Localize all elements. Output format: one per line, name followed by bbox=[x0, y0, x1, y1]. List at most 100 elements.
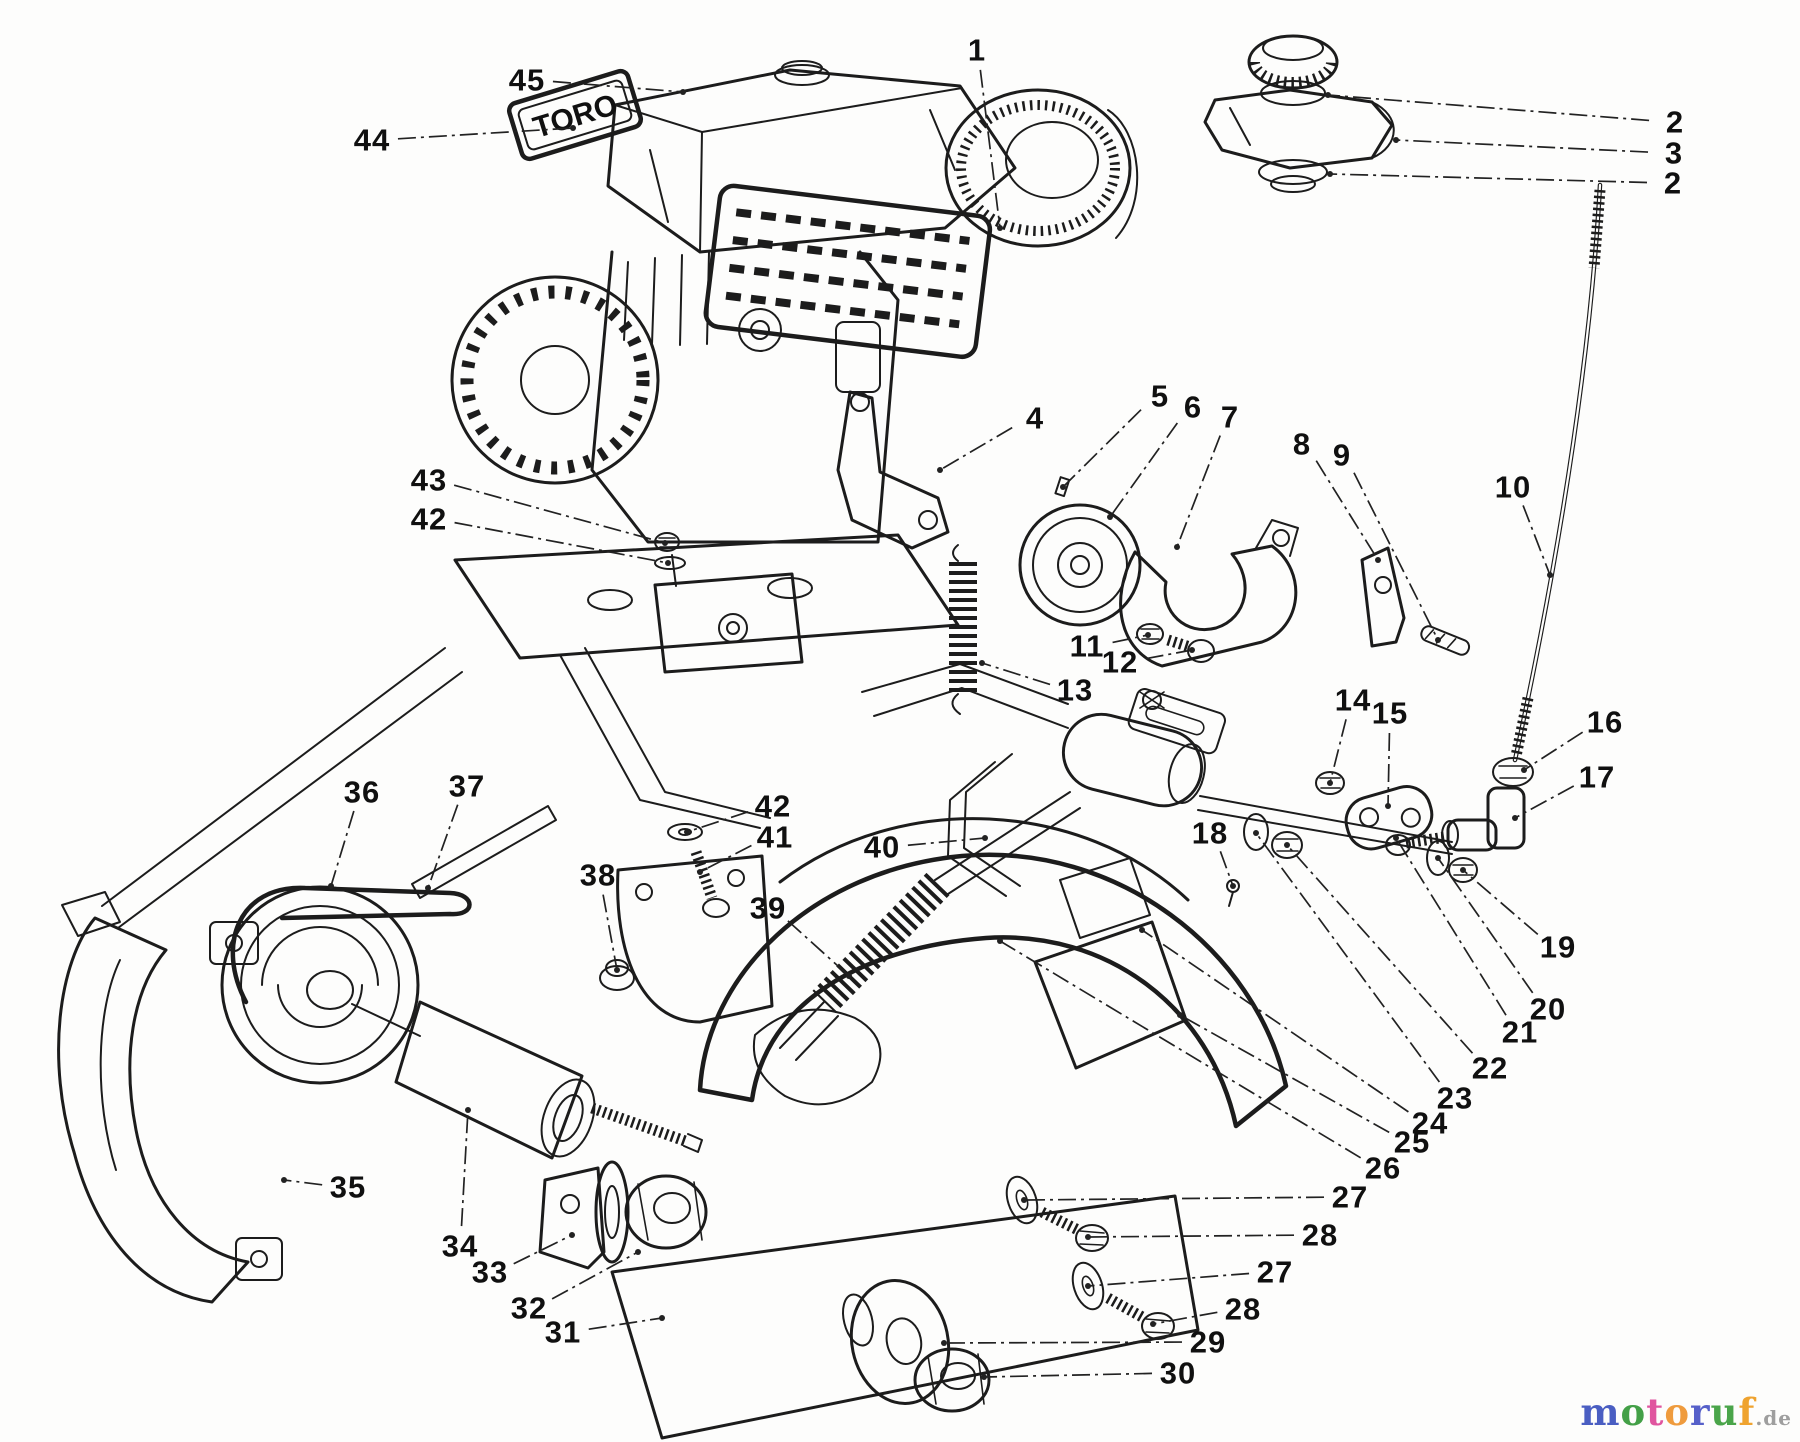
leader-line-28 bbox=[1152, 1311, 1218, 1325]
leader-line-44 bbox=[397, 127, 574, 140]
leader-arrow-26 bbox=[997, 938, 1003, 944]
part-callout-6: 6 bbox=[1184, 390, 1202, 425]
leader-line-1 bbox=[979, 69, 1001, 229]
watermark-letter: t bbox=[1646, 1390, 1665, 1434]
leader-arrow-41 bbox=[697, 869, 703, 875]
leader-line-14 bbox=[1329, 719, 1347, 784]
clutch-pulley-6 bbox=[1018, 503, 1142, 627]
part-callout-35: 35 bbox=[330, 1170, 366, 1205]
leader-line-40 bbox=[907, 837, 986, 847]
tine-shield-group bbox=[616, 817, 1289, 1129]
motoruf-watermark-suffix: .de bbox=[1755, 1406, 1792, 1430]
part-callout-26: 26 bbox=[1365, 1151, 1401, 1186]
leader-line-31 bbox=[588, 1317, 663, 1331]
mounting-plate-group bbox=[610, 1175, 1200, 1440]
part-callout-41: 41 bbox=[757, 820, 793, 855]
leader-line-42 bbox=[686, 810, 749, 833]
motoruf-watermark-letters: motoruf bbox=[1580, 1390, 1755, 1434]
part-callout-29: 29 bbox=[1190, 1325, 1226, 1360]
leader-line-15 bbox=[1387, 732, 1391, 807]
part-callout-39: 39 bbox=[750, 891, 786, 926]
fuel-filler-neck bbox=[774, 64, 830, 86]
leader-line-34 bbox=[460, 1109, 469, 1227]
part-callout-15: 15 bbox=[1372, 696, 1408, 731]
extension-spring-13 bbox=[949, 544, 977, 715]
leader-line-23 bbox=[1255, 832, 1441, 1083]
part-callout-25: 25 bbox=[1394, 1125, 1430, 1160]
part-callout-9: 9 bbox=[1333, 438, 1351, 473]
leader-line-36 bbox=[330, 810, 355, 887]
watermark-letter: u bbox=[1710, 1390, 1739, 1434]
leader-arrow-38 bbox=[614, 967, 620, 973]
part-callout-27: 27 bbox=[1257, 1255, 1293, 1290]
part-callout-17: 17 bbox=[1579, 760, 1615, 795]
leader-line-2 bbox=[1329, 173, 1648, 184]
key-bar bbox=[411, 805, 557, 899]
leader-line-16 bbox=[1523, 731, 1584, 771]
leader-arrow-40 bbox=[982, 835, 988, 841]
wavy-plate bbox=[752, 1008, 882, 1106]
leader-arrow-27 bbox=[1021, 1197, 1027, 1203]
part-callout-2: 2 bbox=[1664, 166, 1682, 201]
outer-guard bbox=[778, 817, 1190, 902]
elbow-fitting-17 bbox=[1441, 786, 1526, 852]
flex-coupling-39 bbox=[812, 872, 950, 1014]
part-callout-37: 37 bbox=[449, 769, 485, 804]
leader-line-37 bbox=[427, 804, 459, 889]
leader-line-13 bbox=[981, 662, 1051, 686]
part-callout-4: 4 bbox=[1026, 401, 1044, 436]
small-plate-24 bbox=[1059, 857, 1151, 939]
leader-arrow-17 bbox=[1512, 815, 1518, 821]
washer-27b bbox=[1071, 1261, 1105, 1311]
part-callout-13: 13 bbox=[1057, 673, 1093, 708]
leader-arrow-1 bbox=[997, 225, 1003, 231]
leader-line-27 bbox=[1087, 1272, 1250, 1287]
part-callout-27: 27 bbox=[1332, 1180, 1368, 1215]
leader-line-26 bbox=[999, 940, 1362, 1159]
leader-line-28 bbox=[1087, 1234, 1295, 1238]
watermark-letter: o bbox=[1620, 1390, 1647, 1434]
part-callout-36: 36 bbox=[344, 775, 380, 810]
leader-line-21 bbox=[1395, 837, 1507, 1016]
watermark-letter: f bbox=[1738, 1390, 1756, 1434]
leader-arrow-7 bbox=[1174, 544, 1180, 550]
sleeve-tube-40 bbox=[1061, 712, 1206, 808]
side-plate-25 bbox=[1033, 920, 1188, 1070]
leader-line-25 bbox=[1179, 1014, 1390, 1134]
leader-arrow-18 bbox=[1230, 883, 1236, 889]
part-callout-23: 23 bbox=[1437, 1081, 1473, 1116]
part-callout-38: 38 bbox=[580, 858, 616, 893]
part-callout-28: 28 bbox=[1225, 1292, 1261, 1327]
part-callout-22: 22 bbox=[1472, 1051, 1508, 1086]
leader-arrow-15 bbox=[1385, 803, 1391, 809]
part-callout-32: 32 bbox=[511, 1291, 547, 1326]
fuel-cap-assembly bbox=[1203, 34, 1395, 193]
tank-bracket bbox=[1203, 88, 1394, 170]
part-callout-7: 7 bbox=[1221, 400, 1239, 435]
dished-washer-29 bbox=[849, 1279, 951, 1405]
washer-42-upper bbox=[654, 556, 686, 570]
watermark-letter: r bbox=[1690, 1390, 1711, 1434]
leader-line-32 bbox=[551, 1251, 639, 1300]
hex-nut-30 bbox=[913, 1347, 991, 1413]
nut-16 bbox=[1492, 757, 1534, 787]
motoruf-watermark: motoruf.de bbox=[1580, 1390, 1792, 1434]
leader-line-30 bbox=[983, 1372, 1153, 1378]
leader-line-22 bbox=[1286, 844, 1474, 1054]
throttle-control-rod bbox=[1385, 182, 1606, 856]
pin-9 bbox=[1420, 625, 1471, 656]
leader-line-35 bbox=[283, 1179, 323, 1186]
leader-arrow-11 bbox=[1145, 632, 1151, 638]
leader-line-29 bbox=[943, 1341, 1183, 1344]
leader-arrow-9 bbox=[1435, 637, 1441, 643]
leader-arrow-2 bbox=[1327, 171, 1333, 177]
part-callout-8: 8 bbox=[1293, 427, 1311, 462]
main-guard-26 bbox=[697, 852, 1289, 1129]
leader-arrow-32 bbox=[635, 1249, 641, 1255]
shaft-sleeve-assembly bbox=[779, 663, 1478, 1061]
leader-line-8 bbox=[1315, 460, 1379, 561]
leader-arrow-12 bbox=[1189, 647, 1195, 653]
leader-line-18 bbox=[1219, 851, 1234, 887]
nut-11 bbox=[1136, 623, 1164, 645]
